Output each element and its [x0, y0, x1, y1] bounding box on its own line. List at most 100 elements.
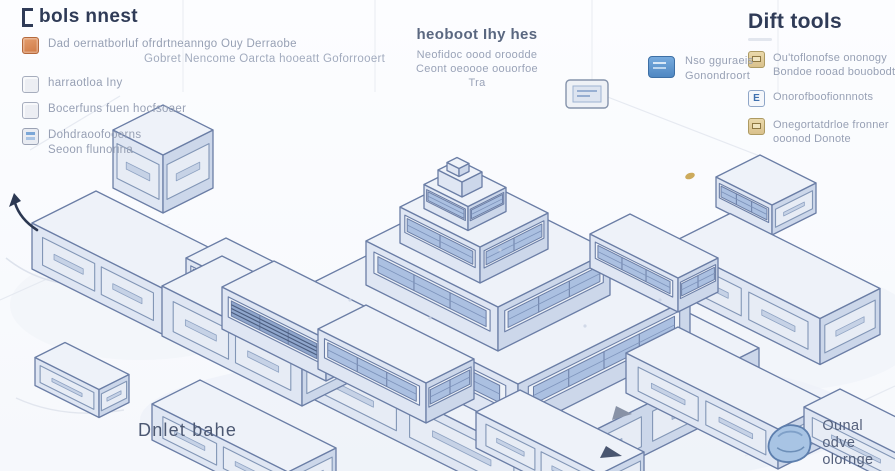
- legend-left-items: Dad oernatborluf ofrdrtneanngo Ouy Derra…: [22, 37, 522, 158]
- card-badge: [565, 79, 609, 109]
- window-mullion: [327, 349, 417, 395]
- document-e-icon: E: [748, 90, 765, 107]
- legend-right-title: Dift tools: [748, 10, 895, 41]
- speckle: [658, 298, 662, 302]
- panel-slot: [718, 416, 754, 440]
- top-face: [446, 156, 470, 170]
- gold-speck: [685, 172, 695, 180]
- note-line: Ounal odve: [822, 418, 864, 451]
- curved-arrow: [13, 201, 39, 232]
- panel-slot: [551, 465, 564, 471]
- panel-slot: [125, 161, 151, 182]
- blind-slat: [231, 311, 317, 356]
- top-face: [112, 104, 214, 156]
- bracket-icon: [22, 7, 33, 27]
- top-face: [34, 341, 130, 391]
- legend-item: Onegortatdrloe fronner ooonod Donote: [748, 118, 895, 146]
- gray-module-icon: [22, 76, 39, 93]
- right-standalone-box: [715, 154, 817, 236]
- legend-right-items: Ou'toflonofse ononogy Bondoe rooad bouob…: [748, 51, 895, 146]
- panel-slot: [234, 461, 256, 471]
- legend-item-label: Dad oernatborluf ofrdrtneanngo Ouy Derra…: [48, 38, 297, 50]
- arrow-head-icon: [9, 193, 21, 207]
- legend-item-text: Dohdraoofooerns Seoon flunorina: [48, 128, 141, 158]
- legend-item: harraotloa Iny: [22, 76, 522, 93]
- panel-slot: [432, 430, 492, 467]
- legend-item: Bocerfuns fuen hocfsoaer: [22, 102, 522, 119]
- legend-item-label2: Seoon flunorina: [48, 144, 134, 156]
- recessed-panel: [540, 451, 581, 471]
- center-heading: heoboot Ihy hes Neofidoc oood oroodde Ce…: [352, 26, 602, 90]
- panel-slot: [496, 437, 525, 457]
- window-mullion: [430, 376, 470, 398]
- floor-line: [29, 95, 121, 151]
- storage-blob-icon: [767, 423, 812, 463]
- panel-slot: [835, 316, 865, 337]
- left-slab-c: [34, 341, 130, 419]
- legend-item: E Onorofboofionnnots: [748, 90, 895, 107]
- legend-item-label: Onorofboofionnnots: [773, 91, 874, 103]
- panel-slot: [831, 434, 881, 464]
- window-mullion: [720, 191, 768, 215]
- mid-right-note: Nso gguraeis Gonondroort: [648, 54, 753, 84]
- speckle: [498, 248, 502, 252]
- legend-item: Dohdraoofooerns Seoon flunorina: [22, 128, 522, 158]
- window-mullion: [407, 224, 473, 259]
- legend-item-text: Dad oernatborluf ofrdrtneanngo Ouy Derra…: [48, 37, 385, 67]
- gray-module-icon: [22, 102, 39, 119]
- top-face: [475, 389, 645, 471]
- floor-line: [604, 95, 771, 161]
- panel-slot: [761, 309, 796, 333]
- pyramid-apex-knob: [446, 156, 470, 178]
- legend-item-label2: Bondoe rooad bouobodt: [773, 66, 895, 78]
- top-face: [589, 213, 719, 279]
- top-face: [151, 379, 337, 471]
- layers-module-icon: [22, 128, 39, 145]
- tan-tool-icon: [748, 118, 765, 135]
- orange-module-icon: [22, 37, 39, 54]
- bottom-slab-left: [151, 379, 337, 471]
- panel-slot: [112, 283, 143, 305]
- window-mullion: [471, 198, 503, 215]
- window-mullion: [597, 251, 671, 288]
- top-face: [803, 388, 895, 454]
- blind-slat: [231, 304, 317, 348]
- legend-item-label: Onegortatdrloe fronner: [773, 119, 889, 131]
- legend-item-label: Ou'toflonofse ononogy: [773, 52, 887, 64]
- top-face: [715, 154, 817, 206]
- sketch-triangle: [600, 446, 622, 458]
- center-heading-line: Neofidoc oood oroodde: [416, 49, 538, 61]
- window-mullion: [533, 324, 675, 396]
- window-mullion: [507, 273, 601, 320]
- right-annex-box: [589, 213, 719, 313]
- top-left-cube: [112, 104, 214, 214]
- blob-detail: [777, 430, 803, 437]
- blue-panel-icon: [648, 56, 675, 78]
- badge-screen: [572, 85, 602, 103]
- legend-item-subtext: Gobret Nencome Oarcta hooeatt Goforrooer…: [144, 53, 386, 65]
- blob-detail: [776, 445, 805, 453]
- legend-item-text: Onegortatdrloe fronner ooonod Donote: [773, 118, 889, 146]
- recessed-panel: [619, 460, 642, 471]
- panel-slot: [650, 382, 686, 406]
- bottom-left-label: Dnlet bahe: [138, 420, 238, 440]
- panel-slot: [247, 350, 280, 373]
- panel-slot: [783, 201, 805, 217]
- legend-item-label: Dohdraoofooerns: [48, 129, 142, 141]
- panel-slot: [174, 430, 206, 451]
- front-annex-box: [317, 304, 475, 424]
- bottom-slab-center: [475, 389, 645, 471]
- note-line: Gonondroort: [685, 70, 751, 82]
- window-mullion: [485, 230, 543, 259]
- note-line: olornge: [822, 452, 874, 468]
- speckle: [583, 324, 587, 328]
- panel-slot: [175, 161, 201, 182]
- window-mullion: [377, 264, 487, 320]
- center-heading-line: Tra: [468, 77, 486, 89]
- window-mullion: [427, 195, 465, 215]
- center-heading-line: Ceont oeoooe oouorfoe: [416, 63, 538, 75]
- tan-tool-icon: [748, 51, 765, 68]
- legend-item-label2: ooonod Donote: [773, 133, 851, 145]
- document-e-glyph: E: [753, 92, 760, 104]
